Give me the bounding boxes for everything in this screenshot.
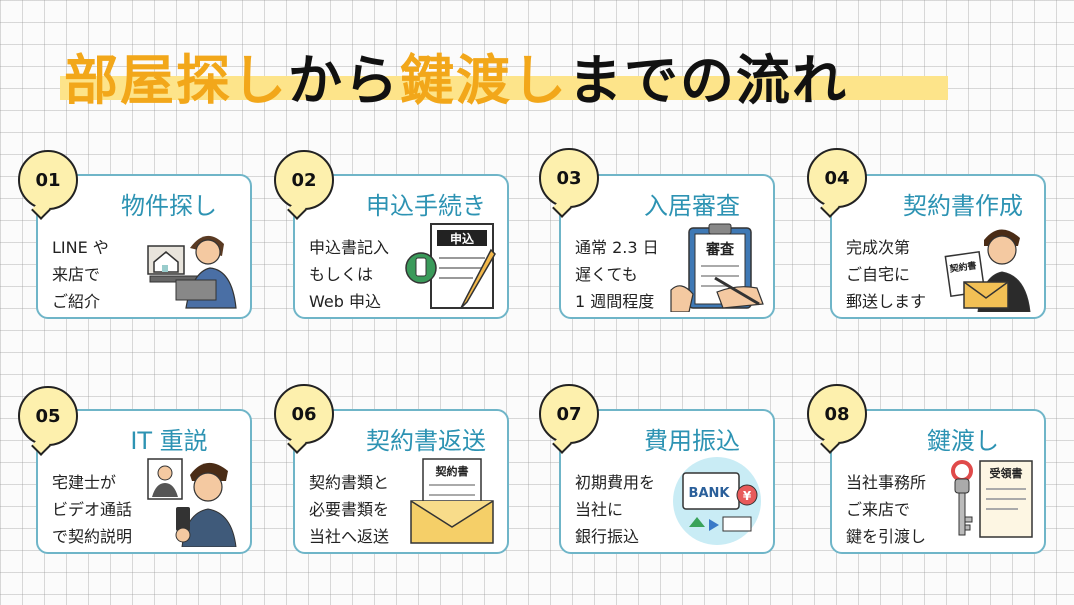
step-title: 鍵渡し [927,427,999,455]
step-title: IT 重説 [130,427,208,455]
person-laptop-icon [147,235,237,309]
contract-label: 契約書 [948,259,977,275]
step-card-01: 物件探し LINE や 来店で ご紹介 [36,174,252,319]
title-part-4: までの流れ [568,49,848,112]
step-title: 入居審査 [644,192,740,220]
step-title: 契約書作成 [903,192,1023,220]
form-label: 申込 [450,231,474,246]
step-number-badge: 02 [274,150,334,210]
receipt-label: 受領書 [990,466,1023,480]
step-card-04: 契約書作成 完成次第 ご自宅に 郵送します 契約書 [830,174,1046,319]
step-number-badge: 08 [807,384,867,444]
step-description: 当社事務所 ご来店で 鍵を引渡し [846,473,927,546]
step-description: 初期費用を 当社に 銀行振込 [575,473,656,546]
title-part-1: 部屋探し [64,49,288,112]
title-part-3: 鍵渡し [400,49,568,112]
step-card-06: 契約書返送 契約書類と 必要書類を 当社へ返送 契約書 [293,409,509,554]
step-title: 物件探し [121,192,217,220]
contract-label: 契約書 [435,464,469,478]
step-number-badge: 07 [539,384,599,444]
step-number-badge: 05 [18,386,78,446]
bank-label: BANK [689,486,731,501]
bank-transfer-icon: BANK ¥ [673,457,761,545]
video-call-icon [147,458,237,547]
step-number-badge: 01 [18,150,78,210]
key-receipt-icon: 受領書 [951,460,1033,538]
step-title: 申込手続き [366,192,486,220]
title-area: 部屋探しから鍵渡しまでの流れ [60,28,950,112]
step-description: 宅建士が ビデオ通話 で契約説明 [52,473,133,546]
title-part-2: から [288,49,400,112]
title-highlight [60,76,948,100]
step-card-02: 申込手続き 申込書記入 もしくは Web 申込 申込 [293,174,509,319]
step-description: 通常 2.3 日 遅くても 1 週間程度 [575,238,659,311]
person-contract-icon: 契約書 [944,229,1031,312]
step-card-03: 入居審査 通常 2.3 日 遅くても 1 週間程度 審査 [559,174,775,319]
svg-text:¥: ¥ [743,489,752,503]
step-description: LINE や 来店で ご紹介 [52,238,109,311]
step-description: 契約書類と 必要書類を 当社へ返送 [309,473,390,546]
step-description: 申込書記入 もしくは Web 申込 [309,238,390,311]
envelope-contract-icon: 契約書 [410,458,494,544]
step-card-05: IT 重説 宅建士が ビデオ通話 で契約説明 [36,409,252,554]
step-title: 費用振込 [644,427,740,455]
application-form-icon: 申込 [405,223,496,309]
step-number-badge: 04 [807,148,867,208]
step-card-07: 費用振込 初期費用を 当社に 銀行振込 BANK ¥ [559,409,775,554]
step-description: 完成次第 ご自宅に 郵送します [846,238,927,311]
page-title: 部屋探しから鍵渡しまでの流れ [64,36,848,115]
step-number-badge: 03 [539,148,599,208]
clipboard-review-icon: 審査 [670,223,764,312]
step-title: 契約書返送 [366,427,486,455]
review-label: 審査 [705,241,735,258]
step-card-08: 鍵渡し 当社事務所 ご来店で 鍵を引渡し 受領書 [830,409,1046,554]
step-number-badge: 06 [274,384,334,444]
